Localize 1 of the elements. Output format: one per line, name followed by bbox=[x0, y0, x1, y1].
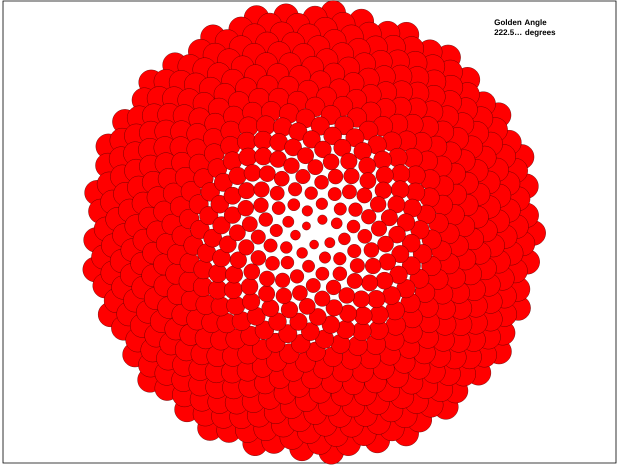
annotation-text: Golden Angle 222.5… degrees bbox=[494, 19, 556, 37]
